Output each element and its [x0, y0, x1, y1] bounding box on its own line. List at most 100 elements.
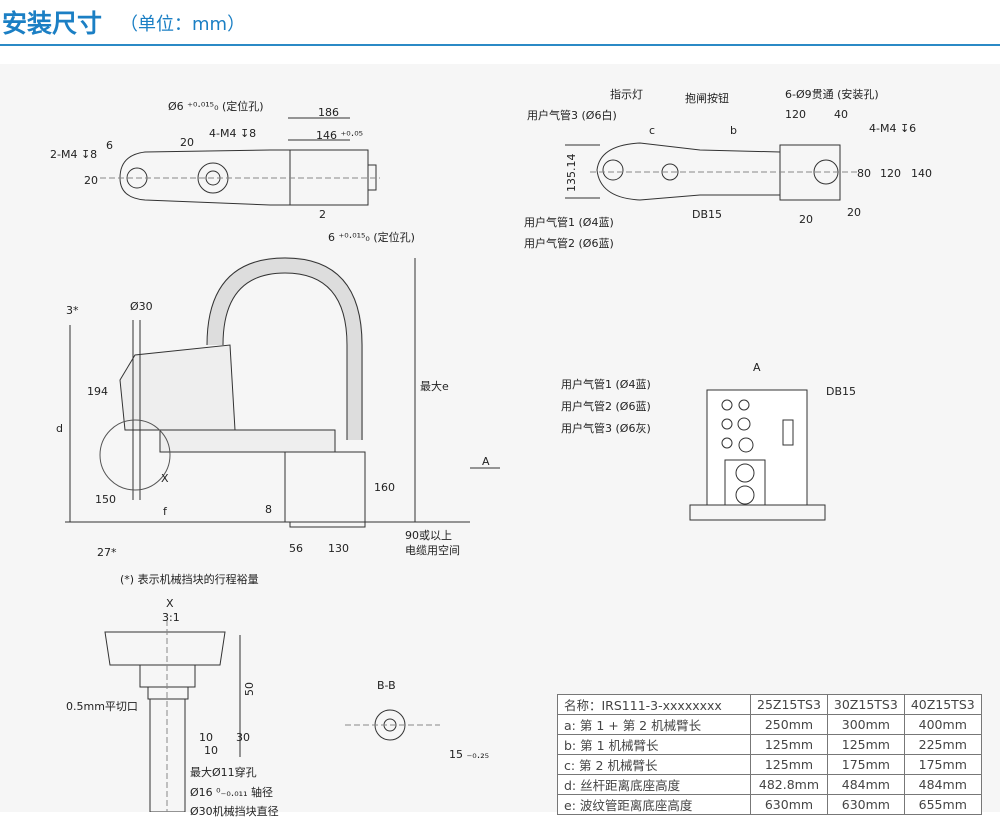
section-bb: [345, 709, 440, 741]
spec-table: 名称：IRS111-3-xxxxxxxx 25Z15TS3 30Z15TS3 4…: [557, 694, 982, 815]
callout-label: 用户气管3 (Ø6灰): [561, 422, 651, 435]
row-label: d: 丝杆距离底座高度: [557, 774, 751, 795]
dim-label: 135.14: [565, 153, 578, 193]
callout-label: 用户气管1 (Ø4蓝): [524, 216, 614, 229]
section-label: B-B: [377, 679, 396, 692]
cell: 125mm: [750, 754, 828, 775]
dim-label: 2-M4 ↧8: [50, 148, 98, 161]
dim-label: 20: [180, 136, 194, 149]
dim-label: c: [649, 124, 656, 137]
dim-label: Ø16 ⁰₋₀.₀₁₁ 轴径: [190, 786, 273, 799]
dim-label: 90或以上: [405, 529, 452, 542]
header-cell: 30Z15TS3: [826, 694, 905, 715]
row-label: c: 第 2 机械臂长: [557, 754, 751, 775]
dim-label: 最大Ø11穿孔: [190, 766, 257, 779]
dim-label: 10: [204, 744, 218, 757]
dim-label: 20: [799, 213, 813, 226]
dim-label: 130: [328, 542, 349, 555]
cell: 300mm: [826, 714, 905, 735]
dim-label: 2: [319, 208, 326, 221]
footnote: (*) 表示机械挡块的行程裕量: [120, 573, 259, 586]
top-view-left: [100, 117, 380, 206]
callout-label: 6-Ø9贯通 (安装孔): [785, 88, 879, 101]
dim-label: 10: [199, 731, 213, 744]
view-label: X: [161, 472, 169, 485]
dim-label: b: [730, 124, 737, 137]
cell: 250mm: [750, 714, 828, 735]
header-cell: 25Z15TS3: [750, 694, 828, 715]
section-header: 安装尺寸 （单位：mm）: [0, 0, 1000, 46]
detail-x: [104, 620, 241, 812]
dim-label: 27*: [97, 546, 117, 559]
cell: 630mm: [826, 794, 905, 815]
dim-label: 3*: [66, 304, 79, 317]
dim-label: f: [163, 505, 167, 518]
view-a: [689, 389, 826, 521]
callout-label: 用户气管2 (Ø6蓝): [561, 400, 651, 413]
callout-label: 用户气管3 (Ø6白): [527, 109, 617, 122]
dim-label: Ø30机械挡块直径: [190, 805, 279, 818]
dim-label: 4-M4 ↧6: [869, 122, 917, 135]
dim-label: 56: [289, 542, 303, 555]
side-view: [65, 256, 500, 528]
detail-scale: 3:1: [162, 611, 180, 624]
dim-label: 80: [857, 167, 871, 180]
dim-label: 120: [880, 167, 901, 180]
dim-label: 194: [87, 385, 108, 398]
view-label: A: [482, 455, 490, 468]
cell: 175mm: [903, 754, 982, 775]
view-label: A: [753, 361, 761, 374]
row-label: e: 波纹管距离底座高度: [557, 794, 751, 815]
dim-label: 160: [374, 481, 395, 494]
cell: 484mm: [826, 774, 905, 795]
unit-label: （单位：mm）: [120, 14, 246, 35]
dim-label: 8: [265, 503, 272, 516]
callout-label: DB15: [826, 385, 857, 398]
cell: 400mm: [903, 714, 982, 735]
dim-label: 6: [106, 139, 113, 152]
cell: 655mm: [903, 794, 982, 815]
cell: 175mm: [826, 754, 905, 775]
callout-label: 用户气管2 (Ø6蓝): [524, 237, 614, 250]
cell: 484mm: [903, 774, 982, 795]
cell: 125mm: [750, 734, 828, 755]
dim-label: 20: [84, 174, 98, 187]
page-title: 安装尺寸: [2, 9, 103, 38]
dim-label: Ø30: [130, 300, 153, 313]
dim-label: 最大e: [420, 380, 449, 393]
cell: 482.8mm: [750, 774, 828, 795]
top-view-right: [565, 142, 860, 201]
dim-label: 140: [911, 167, 932, 180]
dim-label: Ø6 ⁺⁰·⁰¹⁵₀ (定位孔): [168, 100, 264, 113]
callout-label: 抱闸按钮: [685, 92, 729, 105]
dim-label: 40: [834, 108, 848, 121]
cell: 125mm: [826, 734, 905, 755]
row-label: a: 第 1 + 第 2 机械臂长: [557, 714, 751, 735]
cell: 225mm: [903, 734, 982, 755]
dim-label: 4-M4 ↧8: [209, 127, 257, 140]
detail-label: X: [166, 597, 174, 610]
callout-label: 指示灯: [610, 88, 643, 101]
callout-label: 用户气管1 (Ø4蓝): [561, 378, 651, 391]
callout-label: 0.5mm平切口: [66, 700, 138, 713]
callout-label: DB15: [692, 208, 723, 221]
dim-label: 6 ⁺⁰·⁰¹⁵₀ (定位孔): [328, 231, 415, 244]
header-cell: 名称：IRS111-3-xxxxxxxx: [557, 694, 751, 715]
row-label: b: 第 1 机械臂长: [557, 734, 751, 755]
table-header-row: 名称：IRS111-3-xxxxxxxx 25Z15TS3 30Z15TS3 4…: [557, 694, 982, 715]
dim-label: 15 ₋₀.₂₅: [449, 748, 490, 761]
dim-label: 146 ⁺⁰·⁰⁵: [316, 129, 364, 142]
dim-label: 电缆用空间: [405, 544, 460, 557]
dim-label: 20: [847, 206, 861, 219]
dim-label: d: [56, 422, 63, 435]
dim-label: 186: [318, 106, 339, 119]
dim-label: 150: [95, 493, 116, 506]
header-cell: 40Z15TS3: [903, 694, 982, 715]
dim-label: 50: [243, 682, 256, 696]
